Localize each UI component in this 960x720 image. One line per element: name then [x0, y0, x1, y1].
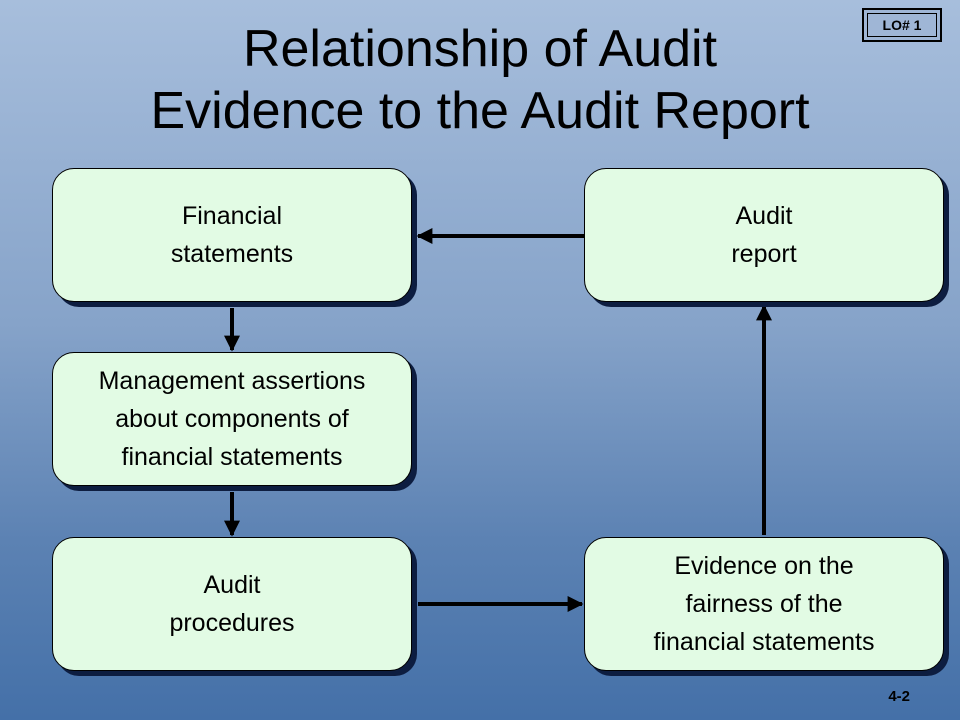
node-evidence-on-fairness: Evidence on the fairness of the financia… — [584, 537, 944, 671]
slide-title: Relationship of Audit Evidence to the Au… — [0, 18, 960, 142]
lo-badge: LO# 1 — [862, 8, 942, 42]
slide-title-line-2: Evidence to the Audit Report — [150, 82, 810, 140]
node-label-line: statements — [170, 240, 294, 268]
node-label-line: Financial — [181, 202, 283, 230]
node-audit-report: Audit report — [584, 168, 944, 302]
lo-badge-label: LO# 1 — [867, 13, 937, 37]
node-label-line: financial statements — [653, 628, 875, 656]
node-management-assertions: Management assertions about components o… — [52, 352, 412, 486]
node-label-line: Evidence on the — [674, 552, 854, 580]
node-label-line: Audit — [735, 202, 793, 230]
node-label-line: procedures — [169, 609, 295, 637]
node-label-line: report — [731, 240, 797, 268]
node-label-line: Audit — [203, 571, 261, 599]
slide-title-line-1: Relationship of Audit — [242, 20, 718, 78]
node-audit-procedures: Audit procedures — [52, 537, 412, 671]
node-label-line: financial statements — [121, 443, 343, 471]
page-number: 4-2 — [888, 688, 910, 705]
node-label-line: about components of — [115, 405, 349, 433]
node-financial-statements: Financial statements — [52, 168, 412, 302]
node-label-line: fairness of the — [685, 590, 843, 618]
node-label-line: Management assertions — [98, 367, 366, 395]
